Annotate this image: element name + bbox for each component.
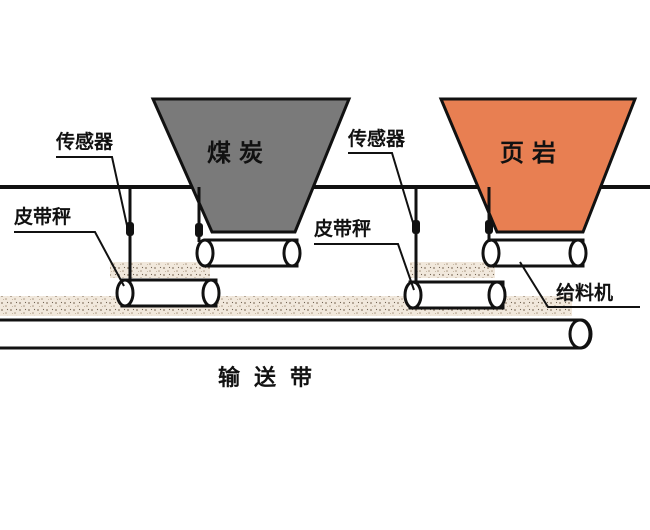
leader-belt-scale-right bbox=[314, 243, 415, 291]
label-conveyor: 输送带 bbox=[218, 365, 326, 391]
belt-scale-left bbox=[115, 278, 221, 308]
belt-scale-right bbox=[403, 280, 507, 310]
feeder-left bbox=[195, 238, 302, 268]
leader-belt-scale-left bbox=[14, 231, 125, 287]
leader-feeder bbox=[519, 261, 640, 308]
leader-sensor-left bbox=[56, 156, 129, 231]
leader-sensor-right bbox=[348, 152, 415, 227]
feeder-right bbox=[481, 238, 588, 268]
material-layer-left-scale bbox=[110, 262, 210, 278]
label-belt-scale-left: 皮带秤 bbox=[14, 205, 71, 228]
coal-hopper bbox=[150, 97, 352, 234]
label-sensor-left: 传感器 bbox=[55, 130, 114, 153]
hanger-feeder-right bbox=[485, 187, 493, 242]
material-layer-right-scale bbox=[410, 262, 495, 278]
label-feeder: 给料机 bbox=[556, 281, 613, 304]
hanger-feeder-left bbox=[195, 187, 203, 242]
conveyor-belt bbox=[0, 318, 593, 350]
label-belt-scale-right: 皮带秤 bbox=[314, 217, 371, 240]
label-shale: 页岩 bbox=[500, 139, 564, 167]
label-sensor-right: 传感器 bbox=[347, 127, 406, 150]
label-coal: 煤炭 bbox=[207, 139, 271, 167]
